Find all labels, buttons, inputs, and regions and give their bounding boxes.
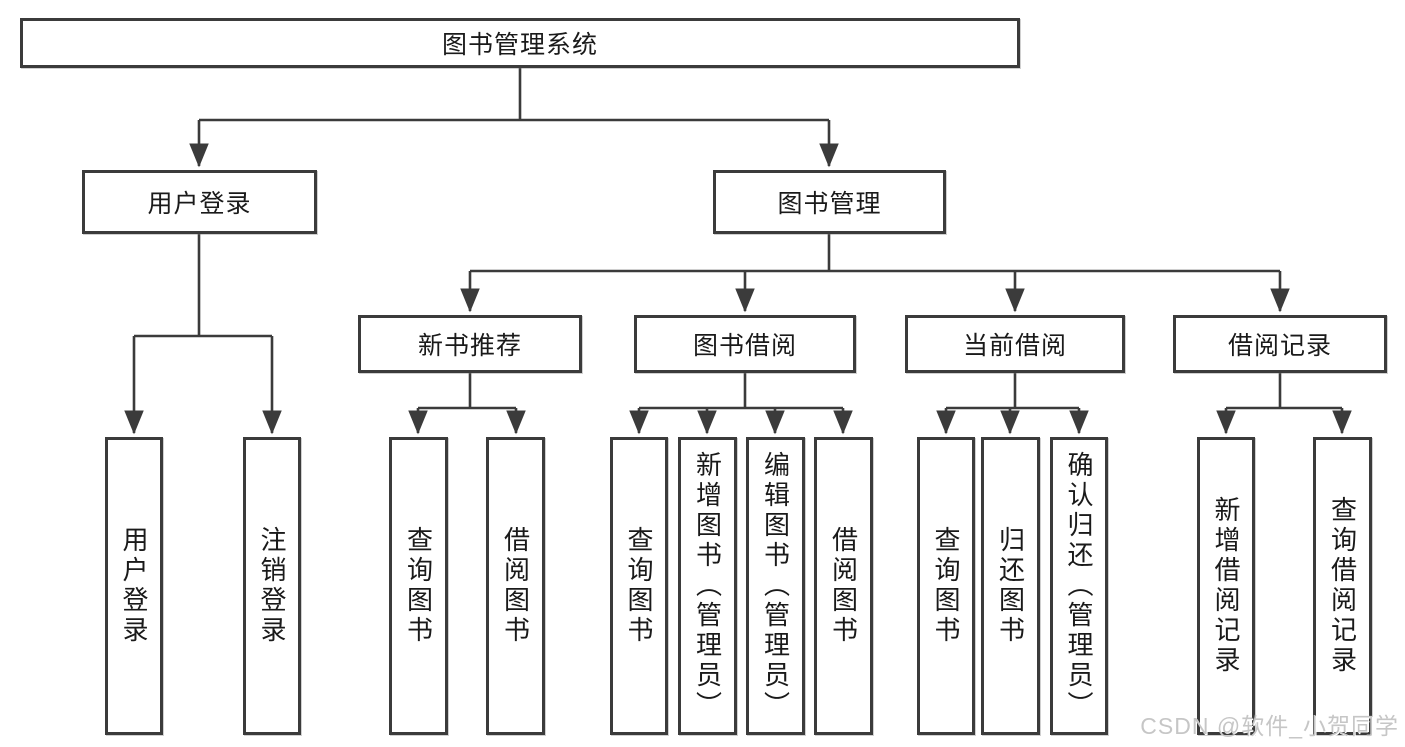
node-borrow-record: 借阅记录 [1173,315,1387,373]
node-book-borrow-label: 图书借阅 [692,332,797,360]
node-book-mgmt-label: 图书管理 [777,190,882,218]
leaf-user-login: 用户登录 [105,437,163,735]
leaf-borrow-query: 查询图书 [610,437,668,735]
leaf-current-return: 归还图书 [981,437,1040,735]
leaf-current-query: 查询图书 [917,437,975,735]
csdn-watermark: CSDN @软件_小贺同学 [1140,713,1399,739]
node-root-label: 图书管理系统 [441,31,598,59]
leaf-borrow-add-book: 新增图书（管理员） [678,437,737,735]
leaf-record-add-label: 新增借阅记录 [1211,496,1241,676]
leaf-user-login-label: 用户登录 [119,526,149,646]
node-root: 图书管理系统 [20,18,1020,68]
node-borrow-record-label: 借阅记录 [1227,332,1332,360]
leaf-current-return-label: 归还图书 [995,526,1026,646]
leaf-newbook-borrow: 借阅图书 [486,437,545,735]
node-user-login-label: 用户登录 [147,190,252,218]
leaf-record-add: 新增借阅记录 [1197,437,1255,735]
leaf-borrow-edit-book-label: 编辑图书（管理员） [760,451,791,721]
node-current-borrow: 当前借阅 [905,315,1125,373]
leaf-current-confirm-return-label: 确认归还（管理员） [1064,451,1094,721]
leaf-current-query-label: 查询图书 [931,526,961,646]
leaf-borrow-borrow-book-label: 借阅图书 [828,526,859,646]
node-book-borrow: 图书借阅 [634,315,856,373]
leaf-newbook-query: 查询图书 [389,437,448,735]
leaf-borrow-borrow-book: 借阅图书 [814,437,873,735]
leaf-borrow-query-label: 查询图书 [624,526,654,646]
leaf-logout-label: 注销登录 [257,526,287,646]
node-user-login: 用户登录 [82,170,317,234]
leaf-current-confirm-return: 确认归还（管理员） [1050,437,1108,735]
leaf-newbook-borrow-label: 借阅图书 [500,526,531,646]
node-new-book-recommend: 新书推荐 [358,315,582,373]
leaf-record-query: 查询借阅记录 [1313,437,1372,735]
leaf-borrow-add-book-label: 新增图书（管理员） [692,451,723,721]
node-new-book-recommend-label: 新书推荐 [417,332,522,360]
leaf-borrow-edit-book: 编辑图书（管理员） [746,437,805,735]
leaf-record-query-label: 查询借阅记录 [1327,496,1358,676]
leaf-newbook-query-label: 查询图书 [403,526,434,646]
leaf-logout: 注销登录 [243,437,301,735]
node-current-borrow-label: 当前借阅 [962,332,1067,360]
node-book-mgmt: 图书管理 [713,170,946,234]
